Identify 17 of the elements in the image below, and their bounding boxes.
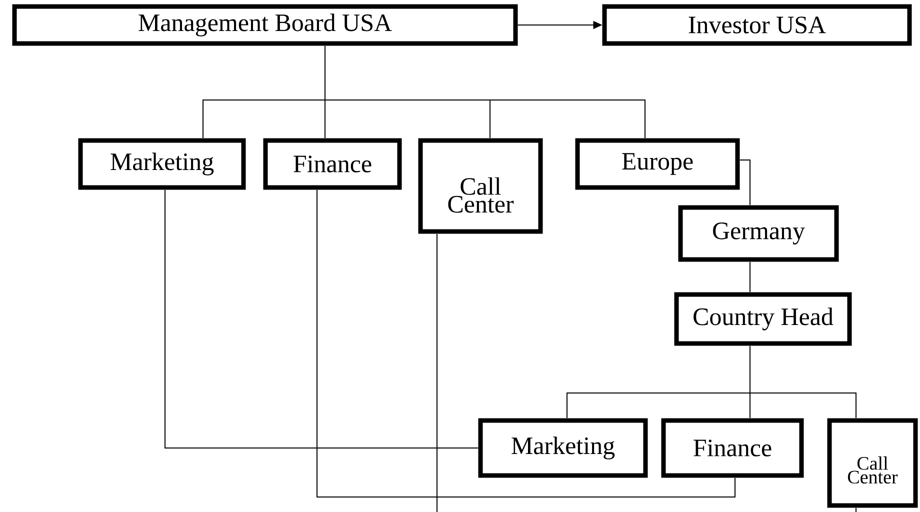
connector-line [740, 160, 750, 206]
org-box: Management Board USA [12, 4, 518, 46]
org-box: Europe [575, 138, 740, 190]
org-box: Germany [678, 205, 839, 262]
connector-line [750, 346, 856, 418]
connector-line [316, 190, 736, 498]
connector-line [324, 46, 646, 138]
org-box: Investor USA [602, 4, 912, 46]
org-box: Marketing [478, 418, 648, 478]
org-box: Marketing [78, 138, 246, 190]
org-box: Country Head [674, 292, 852, 346]
connector-line [436, 234, 438, 512]
org-box: Call Center [418, 138, 543, 234]
org-box: Finance [263, 138, 402, 190]
connector-line [164, 190, 478, 448]
org-box: Finance [661, 418, 804, 478]
org-box: Call Center [827, 418, 918, 508]
